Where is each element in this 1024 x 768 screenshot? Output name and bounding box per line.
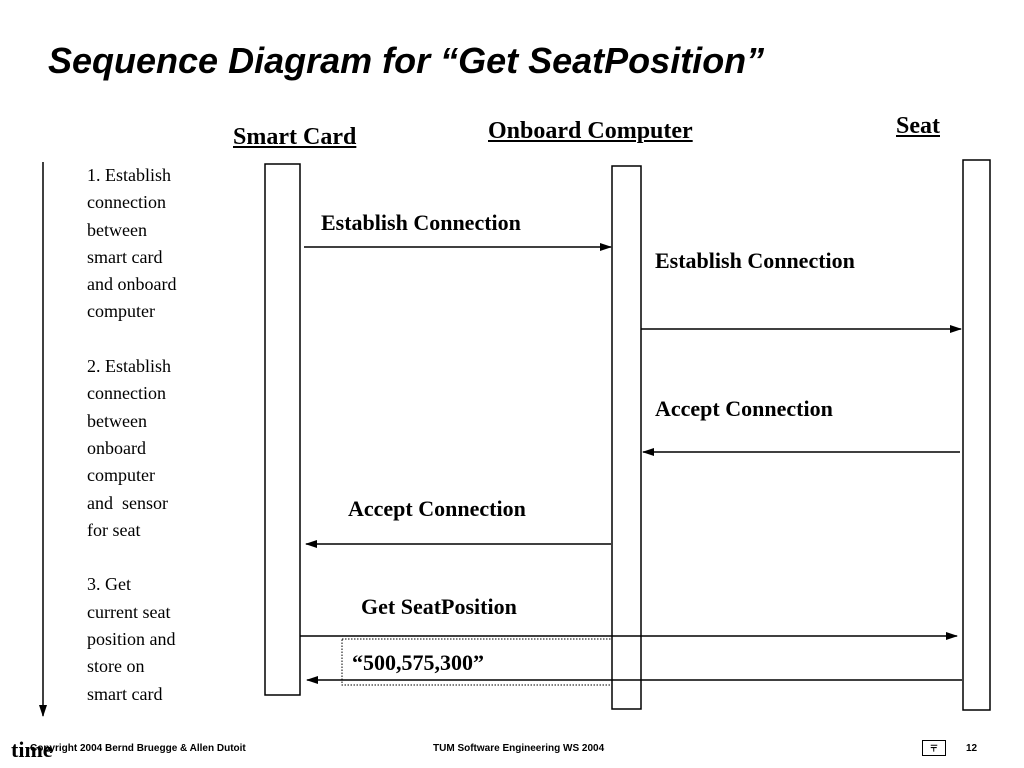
tum-logo-icon: ⫧ bbox=[922, 740, 946, 756]
message-accept-connection-1: Accept Connection bbox=[655, 396, 833, 421]
activation-smart-card bbox=[264, 163, 301, 696]
message-return-value: “500,575,300” bbox=[352, 650, 484, 675]
footer-page-number: 12 bbox=[966, 743, 978, 754]
object-smart-card: Smart Card bbox=[233, 124, 357, 150]
activation-onboard-computer bbox=[611, 165, 642, 710]
object-onboard-computer: Onboard Computer bbox=[488, 118, 693, 144]
message-establish-connection-1: Establish Connection bbox=[321, 210, 521, 235]
message-get-seatposition: Get SeatPosition bbox=[361, 594, 517, 619]
return-value-box bbox=[341, 638, 613, 686]
activation-seat bbox=[962, 159, 991, 711]
slide-title: Sequence Diagram for “Get SeatPosition” bbox=[48, 40, 765, 81]
message-establish-connection-2: Establish Connection bbox=[655, 248, 855, 273]
time-label: time bbox=[11, 737, 53, 762]
footer-course: TUM Software Engineering WS 2004 bbox=[433, 743, 605, 754]
step-notes: 1. Establish connection between smart ca… bbox=[87, 165, 177, 704]
object-seat: Seat bbox=[896, 113, 940, 139]
message-accept-connection-2: Accept Connection bbox=[348, 496, 526, 521]
footer-copyright: Copyright 2004 Bernd Bruegge & Allen Dut… bbox=[30, 743, 246, 754]
